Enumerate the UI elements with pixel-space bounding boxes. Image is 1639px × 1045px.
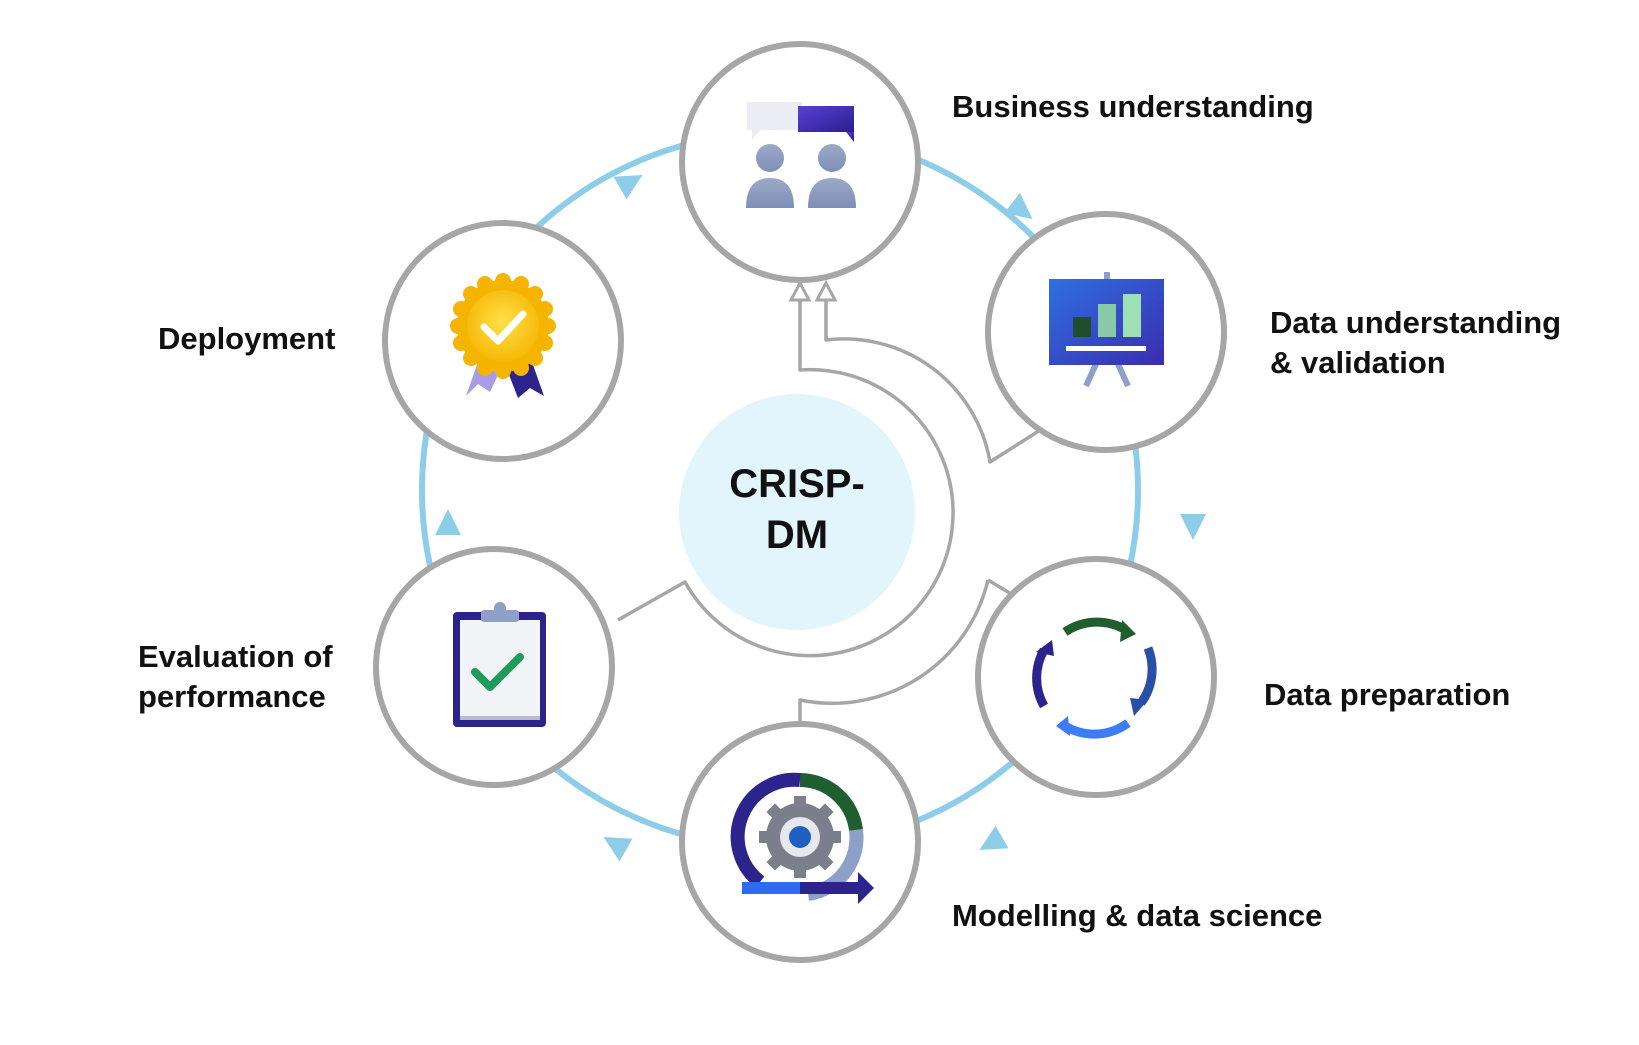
gear-progress-icon bbox=[730, 772, 874, 904]
stage-data-preparation-circle bbox=[975, 556, 1217, 798]
cycle-arrowheads bbox=[435, 175, 1206, 862]
label-data-preparation: Data preparation bbox=[1264, 677, 1510, 712]
label-business-understanding: Business understanding bbox=[952, 89, 1314, 124]
cycle-arrow-1 bbox=[613, 175, 643, 200]
cycle-arrow-6 bbox=[435, 509, 461, 535]
feedback-path-bottom bbox=[798, 579, 990, 742]
center-circle bbox=[679, 394, 915, 630]
center-title-line2: DM bbox=[766, 513, 828, 557]
cycle-arrow-2 bbox=[1003, 192, 1033, 220]
feedback-arrow-2 bbox=[814, 279, 838, 302]
feedback-arrowheads bbox=[788, 279, 838, 302]
stage-data-preparation bbox=[975, 556, 1217, 798]
label-evaluation-line2: performance bbox=[138, 679, 326, 714]
stage-business-circle bbox=[679, 41, 921, 283]
presentation-chart-icon bbox=[1049, 272, 1164, 388]
stage-deployment bbox=[382, 220, 624, 462]
feedback-path-inner bbox=[617, 284, 955, 658]
feedback-arrow-1 bbox=[788, 279, 812, 302]
stage-modelling bbox=[679, 721, 921, 963]
label-deployment: Deployment bbox=[158, 321, 335, 356]
cycle-arrowheads-icon bbox=[1036, 620, 1148, 736]
stage-business-understanding bbox=[679, 41, 921, 283]
stage-evaluation bbox=[373, 546, 615, 788]
feedback-path-outer bbox=[824, 284, 1046, 464]
meeting-people-icon bbox=[746, 102, 856, 208]
label-data-understanding-line2: & validation bbox=[1270, 345, 1446, 380]
clipboard-check-icon bbox=[453, 602, 546, 727]
award-badge-icon bbox=[450, 273, 556, 398]
cycle-arrow-5 bbox=[603, 837, 633, 862]
stage-data-understanding bbox=[985, 211, 1227, 453]
center-title-line1: CRISP- bbox=[729, 462, 865, 506]
cycle-arrows-icon bbox=[1032, 617, 1157, 739]
label-modelling: Modelling & data science bbox=[952, 898, 1322, 933]
label-evaluation-line1: Evaluation of bbox=[138, 639, 333, 674]
cycle-arrow-4 bbox=[979, 825, 1009, 850]
cycle-arrow-3 bbox=[1180, 514, 1206, 540]
label-data-understanding-line1: Data understanding bbox=[1270, 305, 1561, 340]
